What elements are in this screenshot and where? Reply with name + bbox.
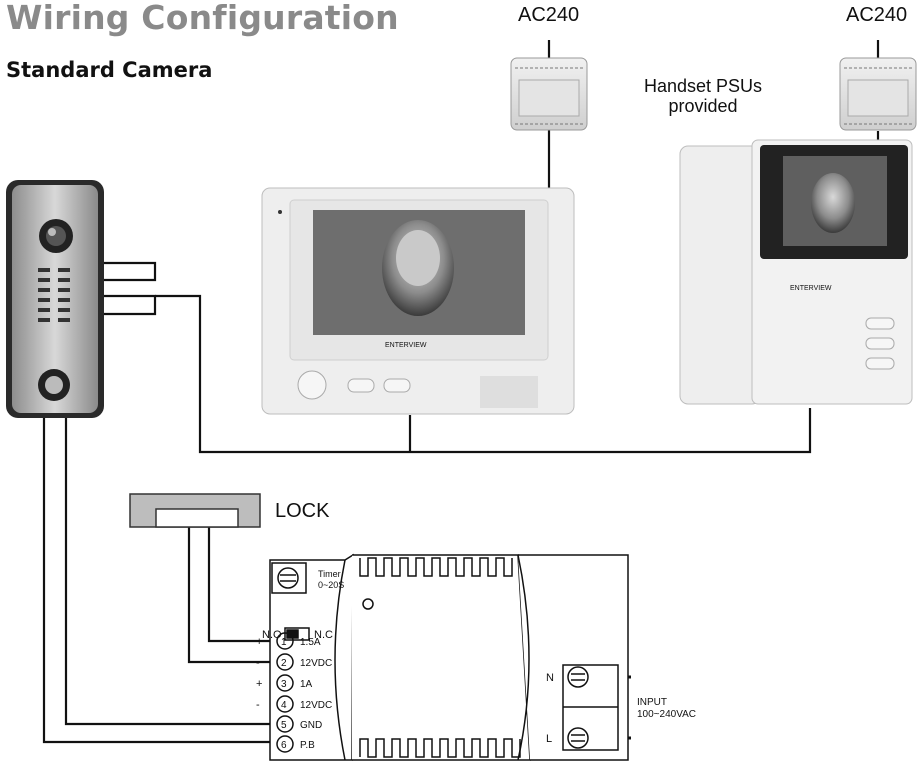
terminal-3-polarity: + xyxy=(256,678,262,690)
ac240-psu-left xyxy=(510,57,588,131)
terminal-6-number: 6 xyxy=(281,740,287,751)
terminal-4-polarity: - xyxy=(256,699,260,711)
terminal-1-label: 1.5A xyxy=(300,637,321,648)
input-range: 100~240VAC xyxy=(637,709,696,720)
lock-power-supply xyxy=(269,553,629,761)
input-n-label: N xyxy=(546,672,554,684)
terminal-2-label: 12VDC xyxy=(300,658,332,669)
camera-wire-top xyxy=(100,261,157,282)
lock-wire-minus xyxy=(187,527,276,664)
gnd-wire xyxy=(64,418,276,726)
no-label: N.O xyxy=(262,629,282,641)
terminal-3-number: 3 xyxy=(281,679,287,690)
ac240-psu-right xyxy=(839,57,917,131)
terminal-6-label: P.B xyxy=(300,740,315,751)
timer-label: Timer xyxy=(318,569,341,579)
terminal-1-polarity: + xyxy=(256,636,262,648)
video-monitor-1: ENTERVIEW xyxy=(261,187,575,415)
terminal-2-polarity: - xyxy=(256,657,260,669)
input-l-label: L xyxy=(546,733,552,745)
handset-psu-note: Handset PSUs provided xyxy=(644,76,763,116)
input-label: INPUT xyxy=(637,697,667,708)
nc-label: N.C xyxy=(314,629,333,641)
electric-lock xyxy=(129,493,261,528)
psu-labels: Timer 0~20S N.O N.C + - + - 1 2 3 4 5 6 … xyxy=(256,569,696,751)
svg-text:ENTERVIEW: ENTERVIEW xyxy=(385,342,427,349)
camera-wire-bottom xyxy=(100,294,157,316)
svg-text:ENTERVIEW: ENTERVIEW xyxy=(790,285,832,292)
terminal-4-label: 12VDC xyxy=(300,700,332,711)
psu-label-left: AC240 xyxy=(518,4,580,26)
terminal-5-label: GND xyxy=(300,720,322,731)
video-monitor-2-handset: ENTERVIEW xyxy=(679,139,913,405)
lock-wire-plus xyxy=(207,527,276,643)
terminal-5-number: 5 xyxy=(281,720,287,731)
terminal-3-label: 1A xyxy=(300,679,313,690)
diagram-title: Wiring Configuration xyxy=(6,0,399,37)
diagram-subtitle: Standard Camera xyxy=(6,58,213,82)
lock-label: LOCK xyxy=(275,500,330,522)
psu-label-right: AC240 xyxy=(846,4,908,26)
pb-wire xyxy=(42,418,276,744)
terminal-1-number: 1 xyxy=(281,637,287,648)
terminal-4-number: 4 xyxy=(281,700,287,711)
timer-range: 0~20S xyxy=(318,580,344,590)
door-camera-unit xyxy=(6,180,104,418)
monitor-bus-wire xyxy=(155,294,812,454)
terminal-2-number: 2 xyxy=(281,658,287,669)
